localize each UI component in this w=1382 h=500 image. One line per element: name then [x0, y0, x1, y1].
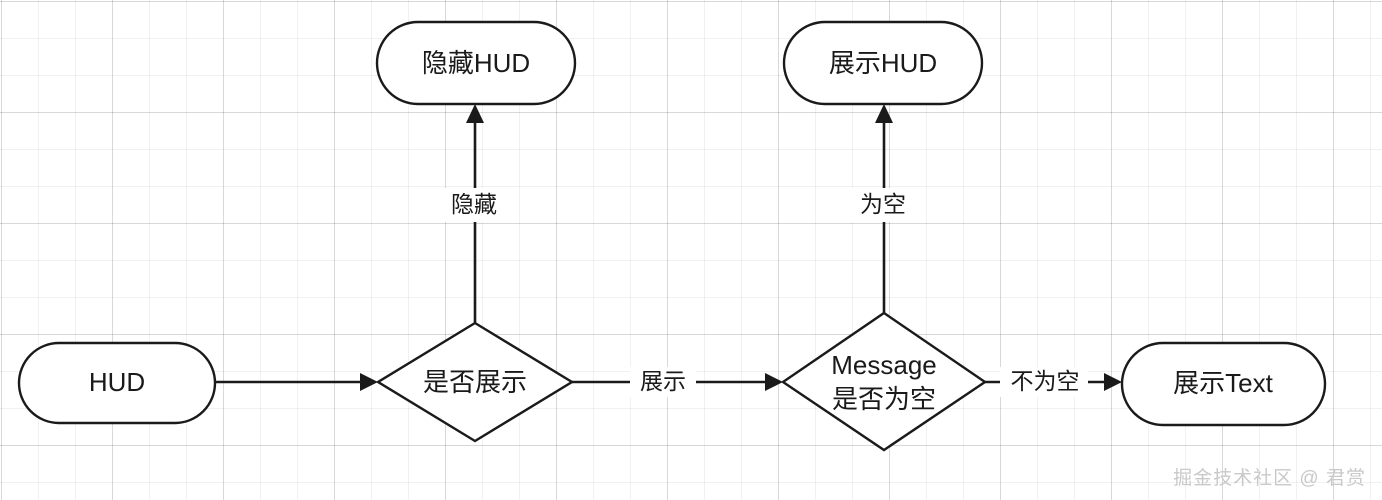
edge-hud-to-is-show	[215, 373, 378, 391]
node-msg-empty-shape[interactable]	[780, 311, 988, 452]
node-show-text-label: 展示Text	[1173, 368, 1273, 398]
edge-label-hide: 隐藏	[451, 191, 497, 217]
node-msg-empty-label-line1: Message	[831, 350, 937, 380]
edge-msg-empty-to-show-text: 不为空	[985, 367, 1122, 397]
node-hud-label: HUD	[89, 367, 145, 397]
edge-label-is-empty: 为空	[860, 191, 906, 217]
node-is-show-label: 是否展示	[423, 367, 527, 397]
edge-label-backdrop	[443, 188, 507, 222]
node-hud[interactable]: HUD	[17, 341, 217, 425]
edge-label-backdrop	[852, 188, 916, 222]
edge-label-backdrop	[1000, 367, 1088, 397]
node-hide-hud-shape[interactable]	[375, 20, 577, 106]
watermark: 掘金技术社区 @ 君赏	[1173, 468, 1366, 489]
arrow-head-icon	[765, 373, 783, 391]
node-show-text-shape[interactable]	[1120, 341, 1327, 427]
node-msg-empty-label-line2: 是否为空	[832, 384, 936, 414]
node-hud-shape[interactable]	[17, 341, 217, 425]
edge-label-backdrop	[630, 367, 696, 397]
node-is-show-shape[interactable]	[375, 321, 575, 443]
arrow-head-icon	[466, 104, 484, 123]
arrow-head-icon	[875, 104, 893, 123]
edge-is-show-to-msg-empty: 展示	[572, 367, 783, 397]
edge-label-not-empty: 不为空	[1011, 368, 1080, 394]
node-show-hud[interactable]: 展示HUD	[782, 20, 984, 106]
arrow-head-icon	[1104, 373, 1122, 391]
node-msg-empty[interactable]: Message 是否为空	[780, 311, 988, 452]
node-show-hud-label: 展示HUD	[829, 48, 937, 78]
node-is-show[interactable]: 是否展示	[375, 321, 575, 443]
arrow-head-icon	[360, 373, 378, 391]
node-show-hud-shape[interactable]	[782, 20, 984, 106]
node-hide-hud[interactable]: 隐藏HUD	[375, 20, 577, 106]
edge-msg-empty-to-show-hud: 为空	[852, 104, 916, 313]
node-show-text[interactable]: 展示Text	[1120, 341, 1327, 427]
edge-label-show: 展示	[640, 368, 686, 394]
edge-is-show-to-hide-hud: 隐藏	[443, 104, 507, 323]
node-hide-hud-label: 隐藏HUD	[422, 48, 530, 78]
